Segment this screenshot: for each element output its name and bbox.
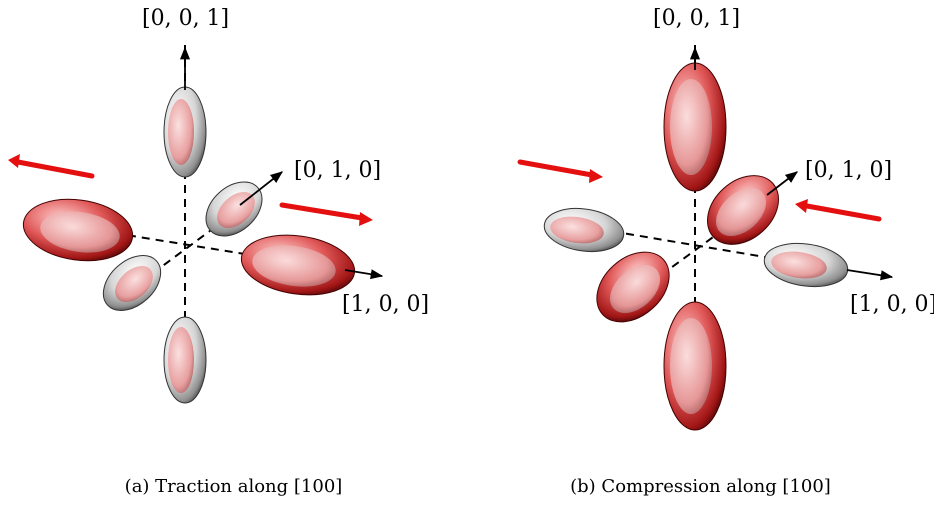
force-arrow-left [517,159,603,183]
ellipsoid-left [543,207,625,253]
ellipsoid-right [240,234,356,296]
diagram-traction [8,45,384,404]
force-arrow-right [279,202,373,226]
x-axis-arrow [846,269,894,281]
diagram-compression [517,45,894,431]
ellipsoid-y-lower [102,255,162,311]
axis-label-x: [1, 0, 0] [342,292,430,317]
caption-traction: (a) Traction along [100] [124,476,343,497]
caption-compression: (b) Compression along [100] [570,476,831,497]
ellipsoid-left [22,198,134,262]
ellipsoid-bottom [663,301,727,431]
ellipsoid-right [763,242,849,288]
ellipsoid-top [663,62,727,192]
y-axis-arrow [239,171,283,206]
force-arrow-left [8,154,95,179]
ellipsoid-y-upper [707,175,779,245]
ellipsoid-bottom [163,316,207,404]
axis-label-y: [0, 1, 0] [294,158,382,183]
ellipsoid-y-upper [205,181,263,237]
ellipsoid-top [163,86,207,178]
panel-traction: [0, 0, 1] [0, 1, 0] [1, 0, 0] (a) Tracti… [8,6,430,497]
axis-label-z: [0, 0, 1] [653,6,741,31]
ellipsoid-y-lower [596,251,670,323]
force-arrow-right [795,199,882,222]
axis-label-x: [1, 0, 0] [850,292,934,317]
panel-compression: [0, 0, 1] [0, 1, 0] [1, 0, 0] (b) Compre… [467,0,934,506]
x-axis-arrow [344,269,384,280]
y-axis-arrow [766,171,798,196]
axis-label-y: [0, 1, 0] [805,158,893,183]
axis-label-z: [0, 0, 1] [142,6,230,31]
